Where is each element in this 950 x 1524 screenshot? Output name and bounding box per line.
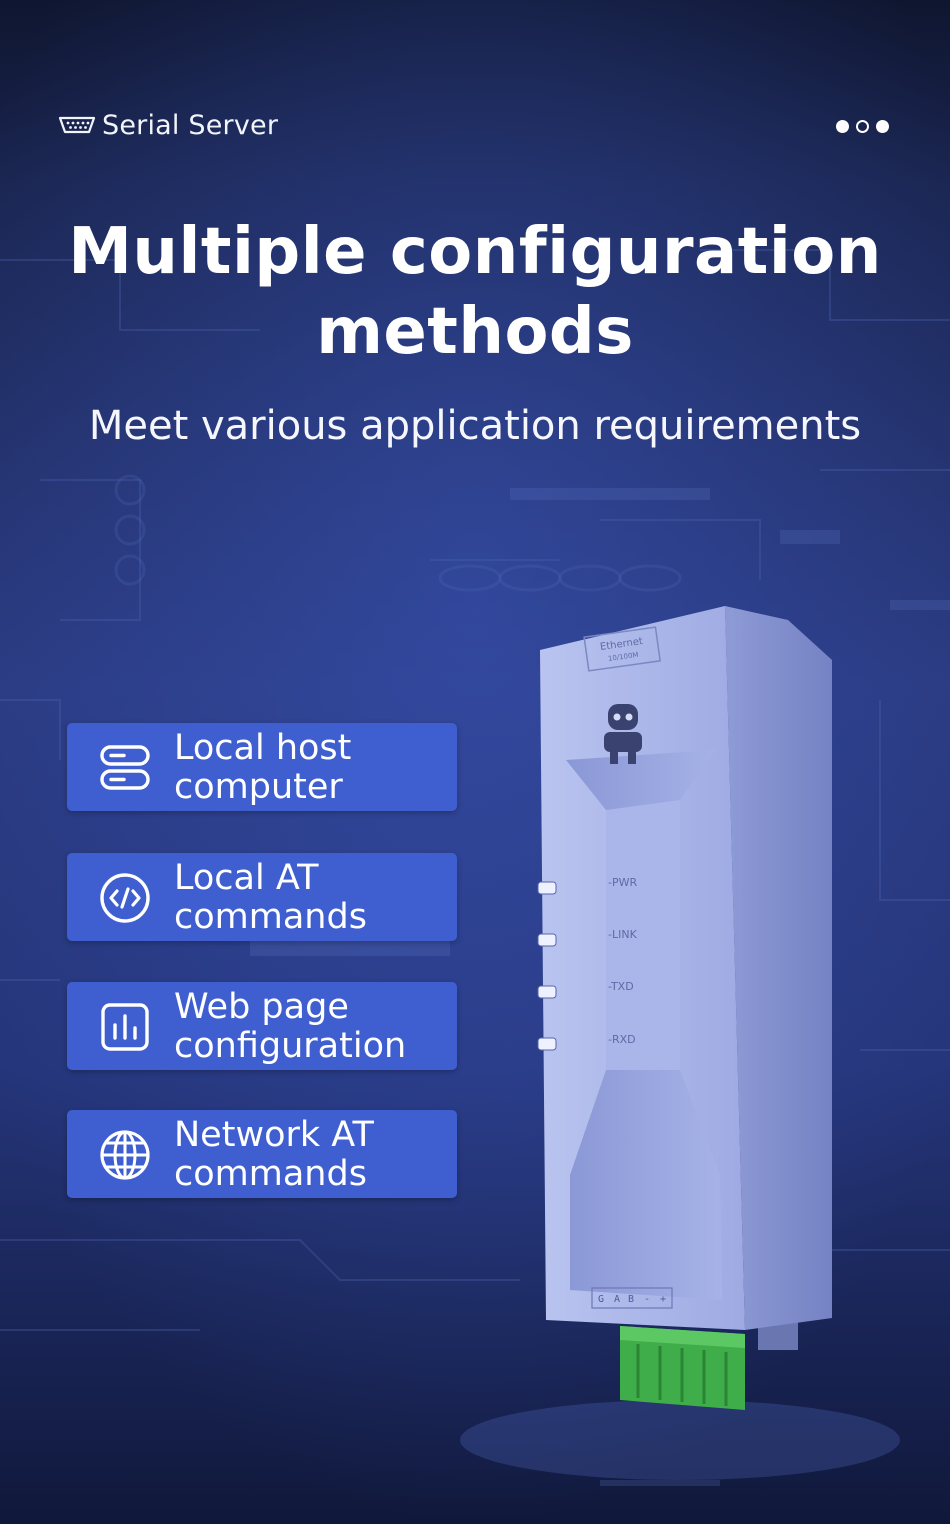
code-icon: [98, 871, 152, 925]
page-subtitle: Meet various application requirements: [88, 403, 862, 449]
pagination-dot-1[interactable]: [836, 120, 849, 133]
globe-icon: [98, 1128, 152, 1182]
robot-icon: [604, 704, 642, 764]
pagination-dot-3[interactable]: [876, 120, 889, 133]
terminal-label-plus: +: [660, 1294, 666, 1305]
top-bar: Serial Server: [0, 0, 950, 160]
pagination-dot-2[interactable]: [856, 120, 869, 133]
serial-port-icon: [58, 115, 96, 135]
feature-label: Local AT commands: [174, 858, 367, 937]
feature-local-at-commands: Local AT commands: [67, 853, 457, 941]
page-title-line-1: Multiple configuration: [68, 215, 882, 289]
terminal-label-minus: -: [644, 1294, 650, 1305]
feature-web-page-configuration: Web page configuration: [67, 982, 457, 1070]
indicator-link: -LINK: [608, 928, 638, 941]
page-title: Multiple configuration methods: [40, 212, 910, 372]
terminal-label-b: B: [628, 1294, 634, 1305]
feature-label: Web page configuration: [174, 987, 407, 1066]
terminal-labels: G A B - +: [598, 1294, 666, 1305]
indicator-txd: -TXD: [608, 980, 634, 993]
pagination-dots: [836, 120, 889, 133]
terminal-label-a: A: [614, 1294, 620, 1305]
feature-network-at-commands: Network AT commands: [67, 1110, 457, 1198]
brand-label: Serial Server: [102, 109, 279, 141]
indicator-pwr: -PWR: [608, 876, 637, 889]
page-title-line-2: methods: [316, 295, 634, 369]
feature-label: Local host computer: [174, 728, 352, 807]
feature-label: Network AT commands: [174, 1115, 374, 1194]
server-stack-icon: [98, 741, 152, 795]
serial-server-device: Ethernet 10/100M -PWR -LINK -TXD -RXD G …: [537, 606, 832, 1410]
terminal-block: [620, 1326, 745, 1410]
brand: Serial Server: [58, 108, 278, 142]
indicator-rxd: -RXD: [608, 1033, 636, 1046]
terminal-label-g: G: [598, 1294, 604, 1305]
bar-chart-icon: [98, 1000, 152, 1054]
feature-local-host-computer: Local host computer: [67, 723, 457, 811]
